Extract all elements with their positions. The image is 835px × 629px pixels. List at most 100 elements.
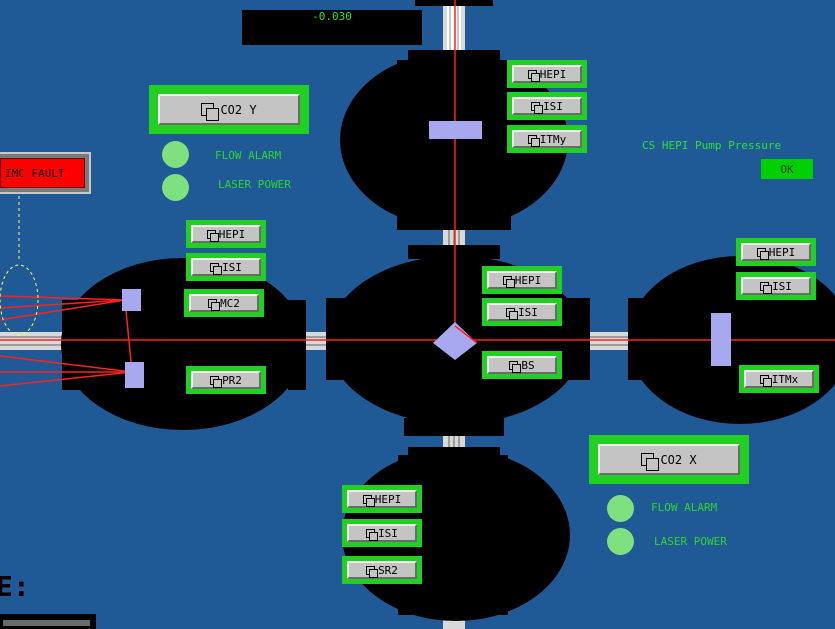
readout-value: -0.030 (312, 10, 352, 23)
related-display-icon (641, 453, 660, 471)
bs-hepi-button[interactable]: HEPI (487, 271, 557, 289)
ham-hepi-button[interactable]: HEPI (191, 225, 261, 243)
ham-mc2-label: MC2 (220, 296, 240, 310)
related-display-icon (201, 103, 220, 121)
related-display-icon (527, 69, 540, 82)
co2-y-flow-alarm-led (162, 141, 189, 168)
bs-isi-label: ISI (518, 305, 538, 319)
related-display-icon (759, 374, 772, 387)
related-display-icon (502, 275, 515, 288)
imc-marker (0, 264, 39, 336)
co2-x-flow-alarm-led (607, 495, 634, 522)
pump-pressure-status: OK (761, 159, 813, 179)
itmy-isi-button[interactable]: ISI (512, 97, 582, 115)
ham-pr2-frame: PR2 (186, 366, 266, 394)
related-display-icon (527, 134, 540, 147)
co2-x-frame: CO2 X (589, 435, 749, 484)
bs-hepi-label: HEPI (514, 273, 542, 287)
related-display-icon (760, 281, 773, 294)
optic-itmy (429, 121, 482, 139)
value-readout: -0.030 (242, 10, 422, 45)
chamber-ham (61, 258, 306, 430)
itmx-isi-label: ISI (772, 279, 792, 293)
related-display-icon (210, 375, 223, 388)
bs-isi-button[interactable]: ISI (487, 303, 557, 321)
sr2-optic-button[interactable]: SR2 (347, 561, 417, 579)
co2-y-laser-power-led (162, 174, 189, 201)
co2-x-flow-alarm-label: FLOW ALARM (651, 501, 718, 514)
related-display-icon (509, 360, 522, 373)
itmx-optic-button[interactable]: ITMx (744, 370, 814, 388)
imc-fault-indicator: IMC FAULT (0, 152, 91, 194)
itmx-hepi-label: HEPI (768, 245, 796, 259)
cut-off-label: E: (0, 570, 30, 603)
sr2-isi-label: ISI (378, 526, 398, 540)
itmx-isi-frame: ISI (736, 272, 816, 300)
sr2-hepi-frame: HEPI (342, 485, 422, 513)
imc-fault-label: IMC FAULT (0, 158, 85, 188)
bs-isi-frame: ISI (482, 298, 562, 326)
sr2-optic-label: SR2 (378, 563, 398, 577)
bottom-left-panel (0, 614, 96, 629)
co2-x-laser-power-label: LASER POWER (654, 535, 727, 548)
related-display-icon (210, 262, 223, 275)
related-display-icon (208, 298, 221, 311)
co2-x-laser-power-led (607, 528, 634, 555)
bs-reflection (454, 325, 478, 344)
sr2-hepi-label: HEPI (374, 492, 402, 506)
related-display-icon (531, 101, 544, 114)
bottom-left-panel-fill (3, 620, 90, 626)
itmy-isi-label: ISI (543, 99, 563, 113)
tube-top-flange (415, 0, 493, 6)
itmx-isi-button[interactable]: ISI (741, 277, 811, 295)
related-display-icon (362, 494, 375, 507)
itmy-hepi-label: HEPI (539, 67, 567, 81)
pump-pressure-title: CS HEPI Pump Pressure (642, 139, 782, 152)
ham-isi-button[interactable]: ISI (191, 258, 261, 276)
co2-y-laser-power-label: LASER POWER (218, 178, 291, 191)
itmy-optic-frame: ITMy (507, 125, 587, 153)
sr2-optic-frame: SR2 (342, 556, 422, 584)
ham-hepi-frame: HEPI (186, 220, 266, 248)
itmx-hepi-button[interactable]: HEPI (741, 243, 811, 261)
ham-mc2-frame: MC2 (184, 289, 264, 317)
ham-isi-label: ISI (222, 260, 242, 274)
laser-beams (0, 0, 835, 387)
optic-pr2 (125, 362, 144, 388)
co2-x-button[interactable]: CO2 X (598, 444, 740, 475)
itmy-isi-frame: ISI (507, 92, 587, 120)
sr2-isi-frame: ISI (342, 519, 422, 547)
sr2-hepi-button[interactable]: HEPI (347, 490, 417, 508)
co2-y-frame: CO2 Y (149, 85, 309, 134)
ham-pr2-button[interactable]: PR2 (191, 371, 261, 389)
itmy-hepi-button[interactable]: HEPI (512, 65, 582, 83)
bs-optic-label: BS (521, 358, 535, 372)
related-display-icon (206, 229, 219, 242)
optic-mc2 (122, 289, 141, 311)
bs-optic-button[interactable]: BS (487, 356, 557, 374)
itmy-optic-label: ITMy (539, 132, 567, 146)
co2-x-button-label: CO2 X (660, 452, 697, 467)
co2-y-button[interactable]: CO2 Y (158, 94, 300, 125)
bs-hepi-frame: HEPI (482, 266, 562, 294)
related-display-icon (756, 247, 769, 260)
ham-mc2-button[interactable]: MC2 (189, 294, 259, 312)
related-display-icon (366, 528, 379, 541)
bs-optic-frame: BS (482, 351, 562, 379)
optic-bs (433, 322, 477, 360)
related-display-icon (366, 565, 379, 578)
itmx-optic-frame: ITMx (739, 365, 819, 393)
ham-pr2-label: PR2 (222, 373, 242, 387)
related-display-icon (506, 307, 519, 320)
tube-bs-itmx (588, 332, 632, 350)
itmy-optic-button[interactable]: ITMy (512, 130, 582, 148)
co2-y-flow-alarm-label: FLOW ALARM (215, 149, 282, 162)
itmx-hepi-frame: HEPI (736, 238, 816, 266)
ham-hepi-label: HEPI (218, 227, 246, 241)
itmy-hepi-frame: HEPI (507, 60, 587, 88)
itmx-optic-label: ITMx (771, 372, 799, 386)
ham-isi-frame: ISI (186, 253, 266, 281)
sr2-isi-button[interactable]: ISI (347, 524, 417, 542)
co2-y-button-label: CO2 Y (220, 102, 257, 117)
